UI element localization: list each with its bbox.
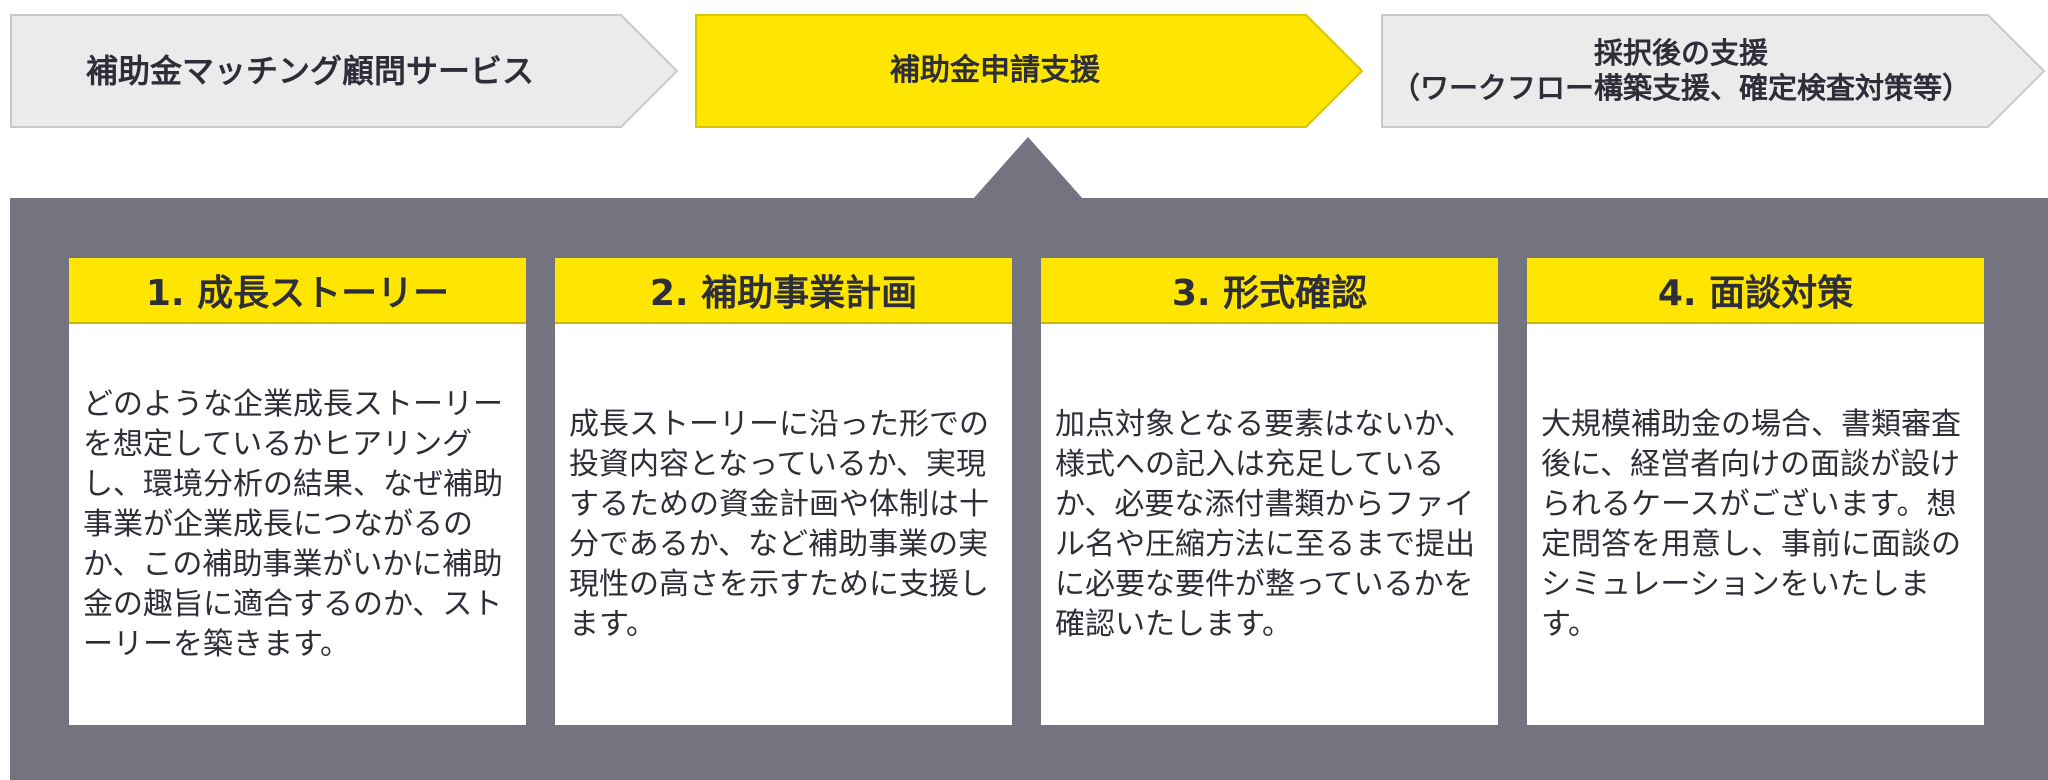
card-text: 大規模補助金の場合、書類審査後に、経営者向けの面談が設けられるケースがございます… — [1541, 406, 1961, 642]
step-post-adoption-support: 採択後の支援 （ワークフロー構築支援、確定検査対策等） — [1381, 14, 2045, 128]
chevron-shape-inactive — [10, 14, 678, 128]
chevron-shape-inactive — [1381, 14, 2045, 128]
step-label: 採択後の支援 （ワークフロー構築支援、確定検査対策等） — [1381, 14, 1981, 128]
card-title: 4. 面談対策 — [1527, 258, 1984, 324]
step-subsidy-application-support: 補助金申請支援 — [695, 14, 1363, 128]
card-format-check: 3. 形式確認 加点対象となる要素はないか、様式への記入は充足しているか、必要な… — [1041, 258, 1498, 725]
card-title: 3. 形式確認 — [1041, 258, 1498, 324]
step-label-text: 補助金マッチング顧問サービス — [85, 51, 534, 90]
step-label-line1: 採択後の支援 — [1593, 36, 1768, 71]
card-interview-prep: 4. 面談対策 大規模補助金の場合、書類審査後に、経営者向けの面談が設けられるケ… — [1527, 258, 1984, 725]
step-label-text: 補助金申請支援 — [890, 53, 1100, 88]
step-matching-advisory: 補助金マッチング顧問サービス — [10, 14, 678, 128]
card-title: 1. 成長ストーリー — [69, 258, 526, 324]
card-text: 加点対象となる要素はないか、様式への記入は充足しているか、必要な添付書類からファ… — [1055, 406, 1475, 642]
card-text: どのような企業成長ストーリーを想定しているかヒアリングし、環境分析の結果、なぜ補… — [83, 386, 503, 662]
card-body: 成長ストーリーに沿った形での投資内容となっているか、実現するための資金計画や体制… — [555, 324, 1012, 725]
card-body: 大規模補助金の場合、書類審査後に、経営者向けの面談が設けられるケースがございます… — [1527, 324, 1984, 725]
chevron-shape-active — [695, 14, 1363, 128]
card-text: 成長ストーリーに沿った形での投資内容となっているか、実現するための資金計画や体制… — [569, 406, 989, 642]
card-title: 2. 補助事業計画 — [555, 258, 1012, 324]
card-subsidy-business-plan: 2. 補助事業計画 成長ストーリーに沿った形での投資内容となっているか、実現する… — [555, 258, 1012, 725]
card-body: 加点対象となる要素はないか、様式への記入は充足しているか、必要な添付書類からファ… — [1041, 324, 1498, 725]
step-label: 補助金マッチング顧問サービス — [10, 14, 610, 128]
card-body: どのような企業成長ストーリーを想定しているかヒアリングし、環境分析の結果、なぜ補… — [69, 324, 526, 725]
step-label-line2: （ワークフロー構築支援、確定検査対策等） — [1390, 71, 1971, 105]
step-label: 補助金申請支援 — [695, 14, 1295, 128]
card-growth-story: 1. 成長ストーリー どのような企業成長ストーリーを想定しているかヒアリングし、… — [69, 258, 526, 725]
pointer-triangle — [973, 137, 1083, 199]
